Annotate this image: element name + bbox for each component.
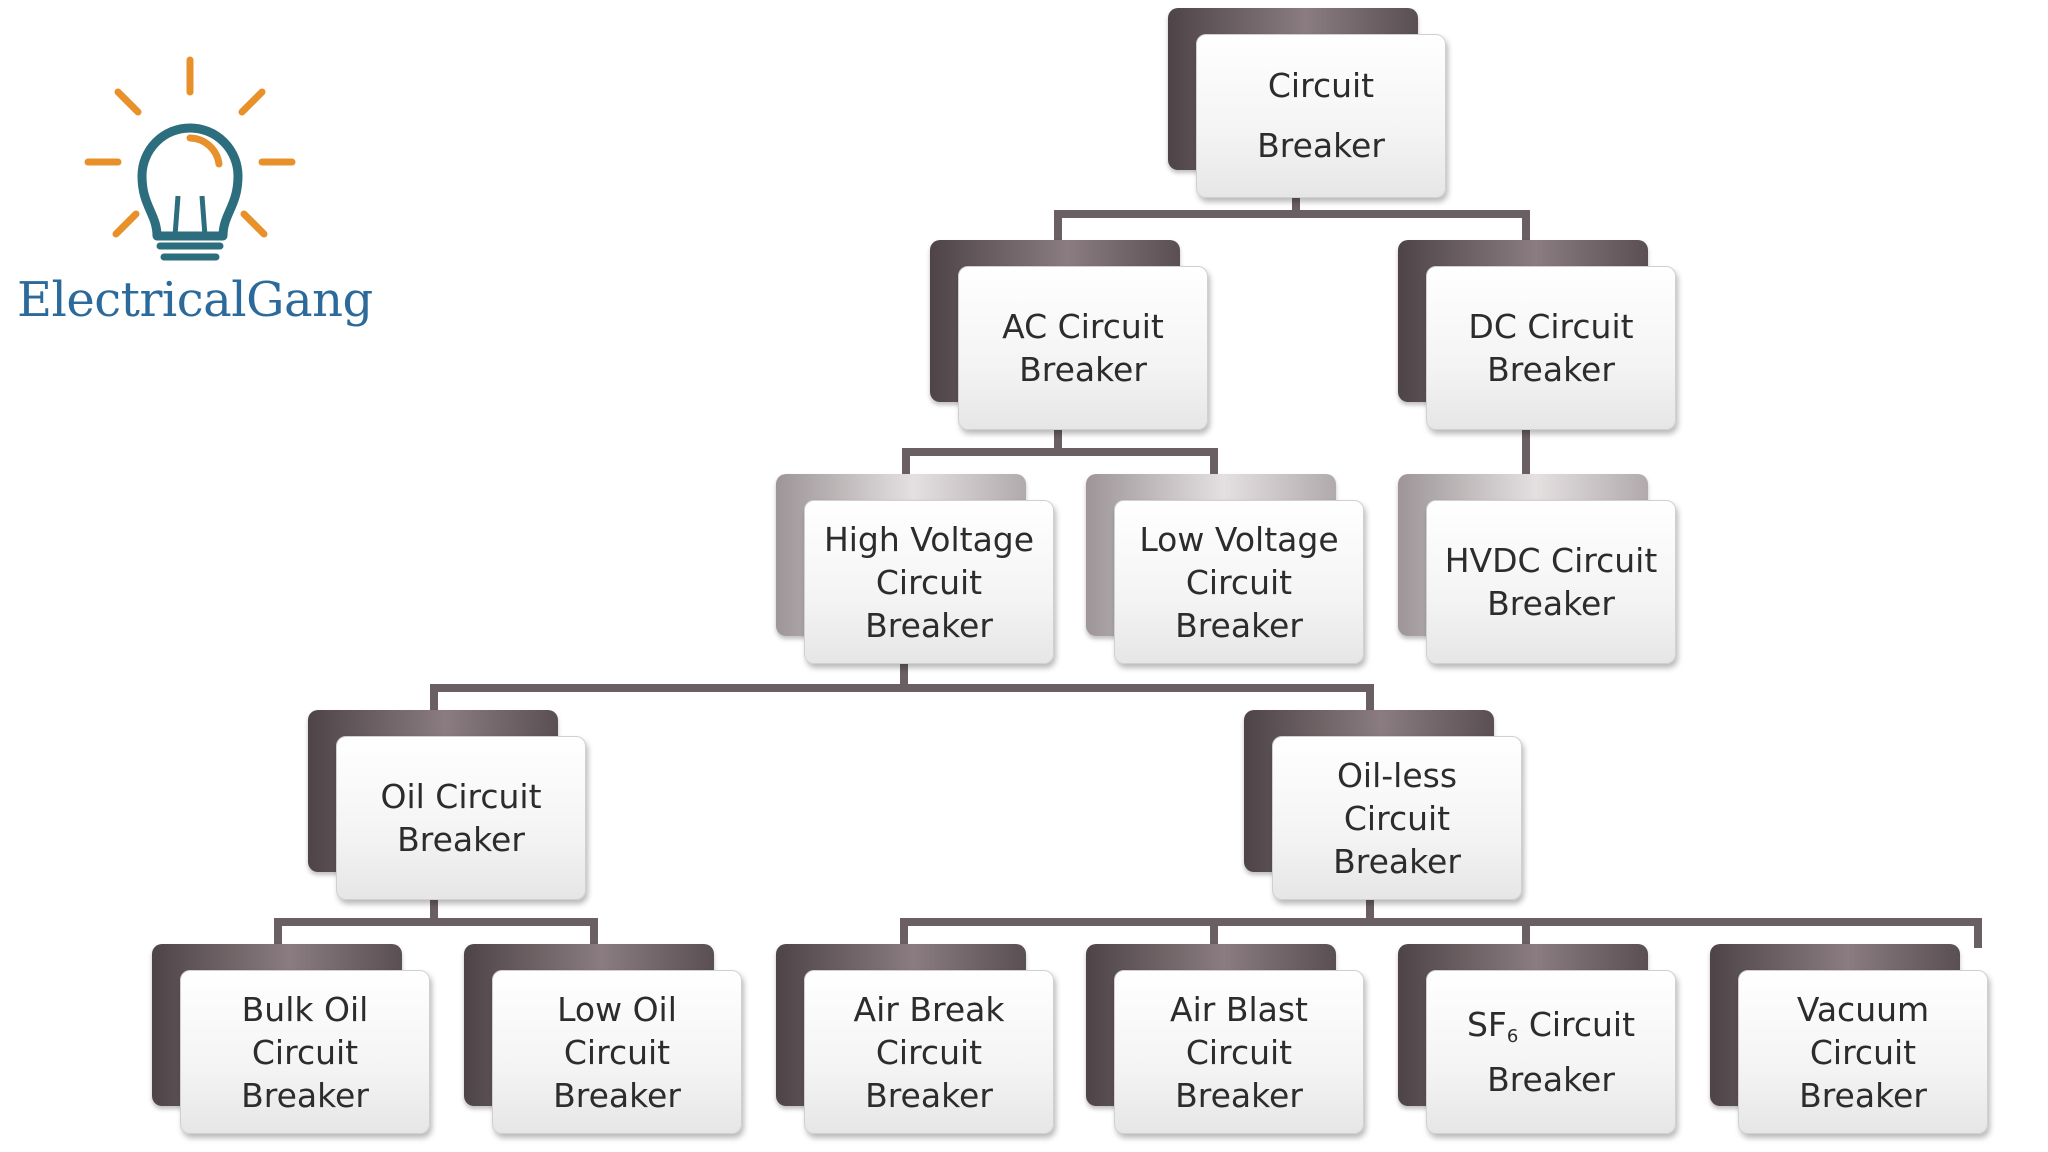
connector <box>274 918 598 926</box>
logo-text: ElectricalGang <box>17 272 373 328</box>
connector <box>1292 188 1300 214</box>
node-label: Oil-less Circuit Breaker <box>1333 755 1461 881</box>
connector <box>1522 210 1530 244</box>
sf6-prefix: SF <box>1466 1005 1507 1044</box>
connector <box>1366 684 1374 714</box>
connector <box>1974 918 1982 948</box>
lightbulb-icon <box>84 56 296 261</box>
connector <box>1054 210 1062 244</box>
connector <box>902 448 910 478</box>
node-label: Oil Circuit Breaker <box>380 777 542 859</box>
node-label: Circuit Breaker <box>1257 66 1385 165</box>
node-label: Air Break Circuit Breaker <box>853 989 1005 1115</box>
sf6-subscript: 6 <box>1506 1026 1519 1047</box>
connector <box>900 660 908 688</box>
node-label: DC Circuit Breaker <box>1468 307 1634 389</box>
connector <box>1522 918 1530 948</box>
connector <box>900 918 908 948</box>
node-label: AC Circuit Breaker <box>1002 307 1164 389</box>
node-label: SF6 Circuit Breaker <box>1467 1003 1635 1101</box>
node-label: Bulk Oil Circuit Breaker <box>241 989 369 1115</box>
connector <box>1210 918 1218 948</box>
node-label: Low Oil Circuit Breaker <box>553 989 681 1115</box>
connector <box>902 448 1218 456</box>
node-label: Vacuum Circuit Breaker <box>1796 989 1930 1115</box>
connector <box>430 896 438 922</box>
node-label: HVDC Circuit Breaker <box>1444 541 1658 623</box>
connector <box>430 684 438 714</box>
connector <box>590 918 598 948</box>
node-label: Low Voltage Circuit Breaker <box>1139 519 1339 645</box>
connector <box>1366 896 1374 922</box>
connector <box>1054 210 1530 218</box>
connector <box>430 684 1374 692</box>
connector <box>900 918 1982 926</box>
node-label: High Voltage Circuit Breaker <box>823 519 1035 645</box>
connector <box>1522 426 1530 478</box>
electricalgang-logo: ElectricalGang <box>0 0 400 360</box>
connector <box>1210 448 1218 478</box>
node-label: Air Blast Circuit Breaker <box>1170 989 1308 1115</box>
connector <box>274 918 282 948</box>
connector <box>1054 426 1062 452</box>
sf6-suffix: Circuit Breaker <box>1487 1005 1636 1099</box>
